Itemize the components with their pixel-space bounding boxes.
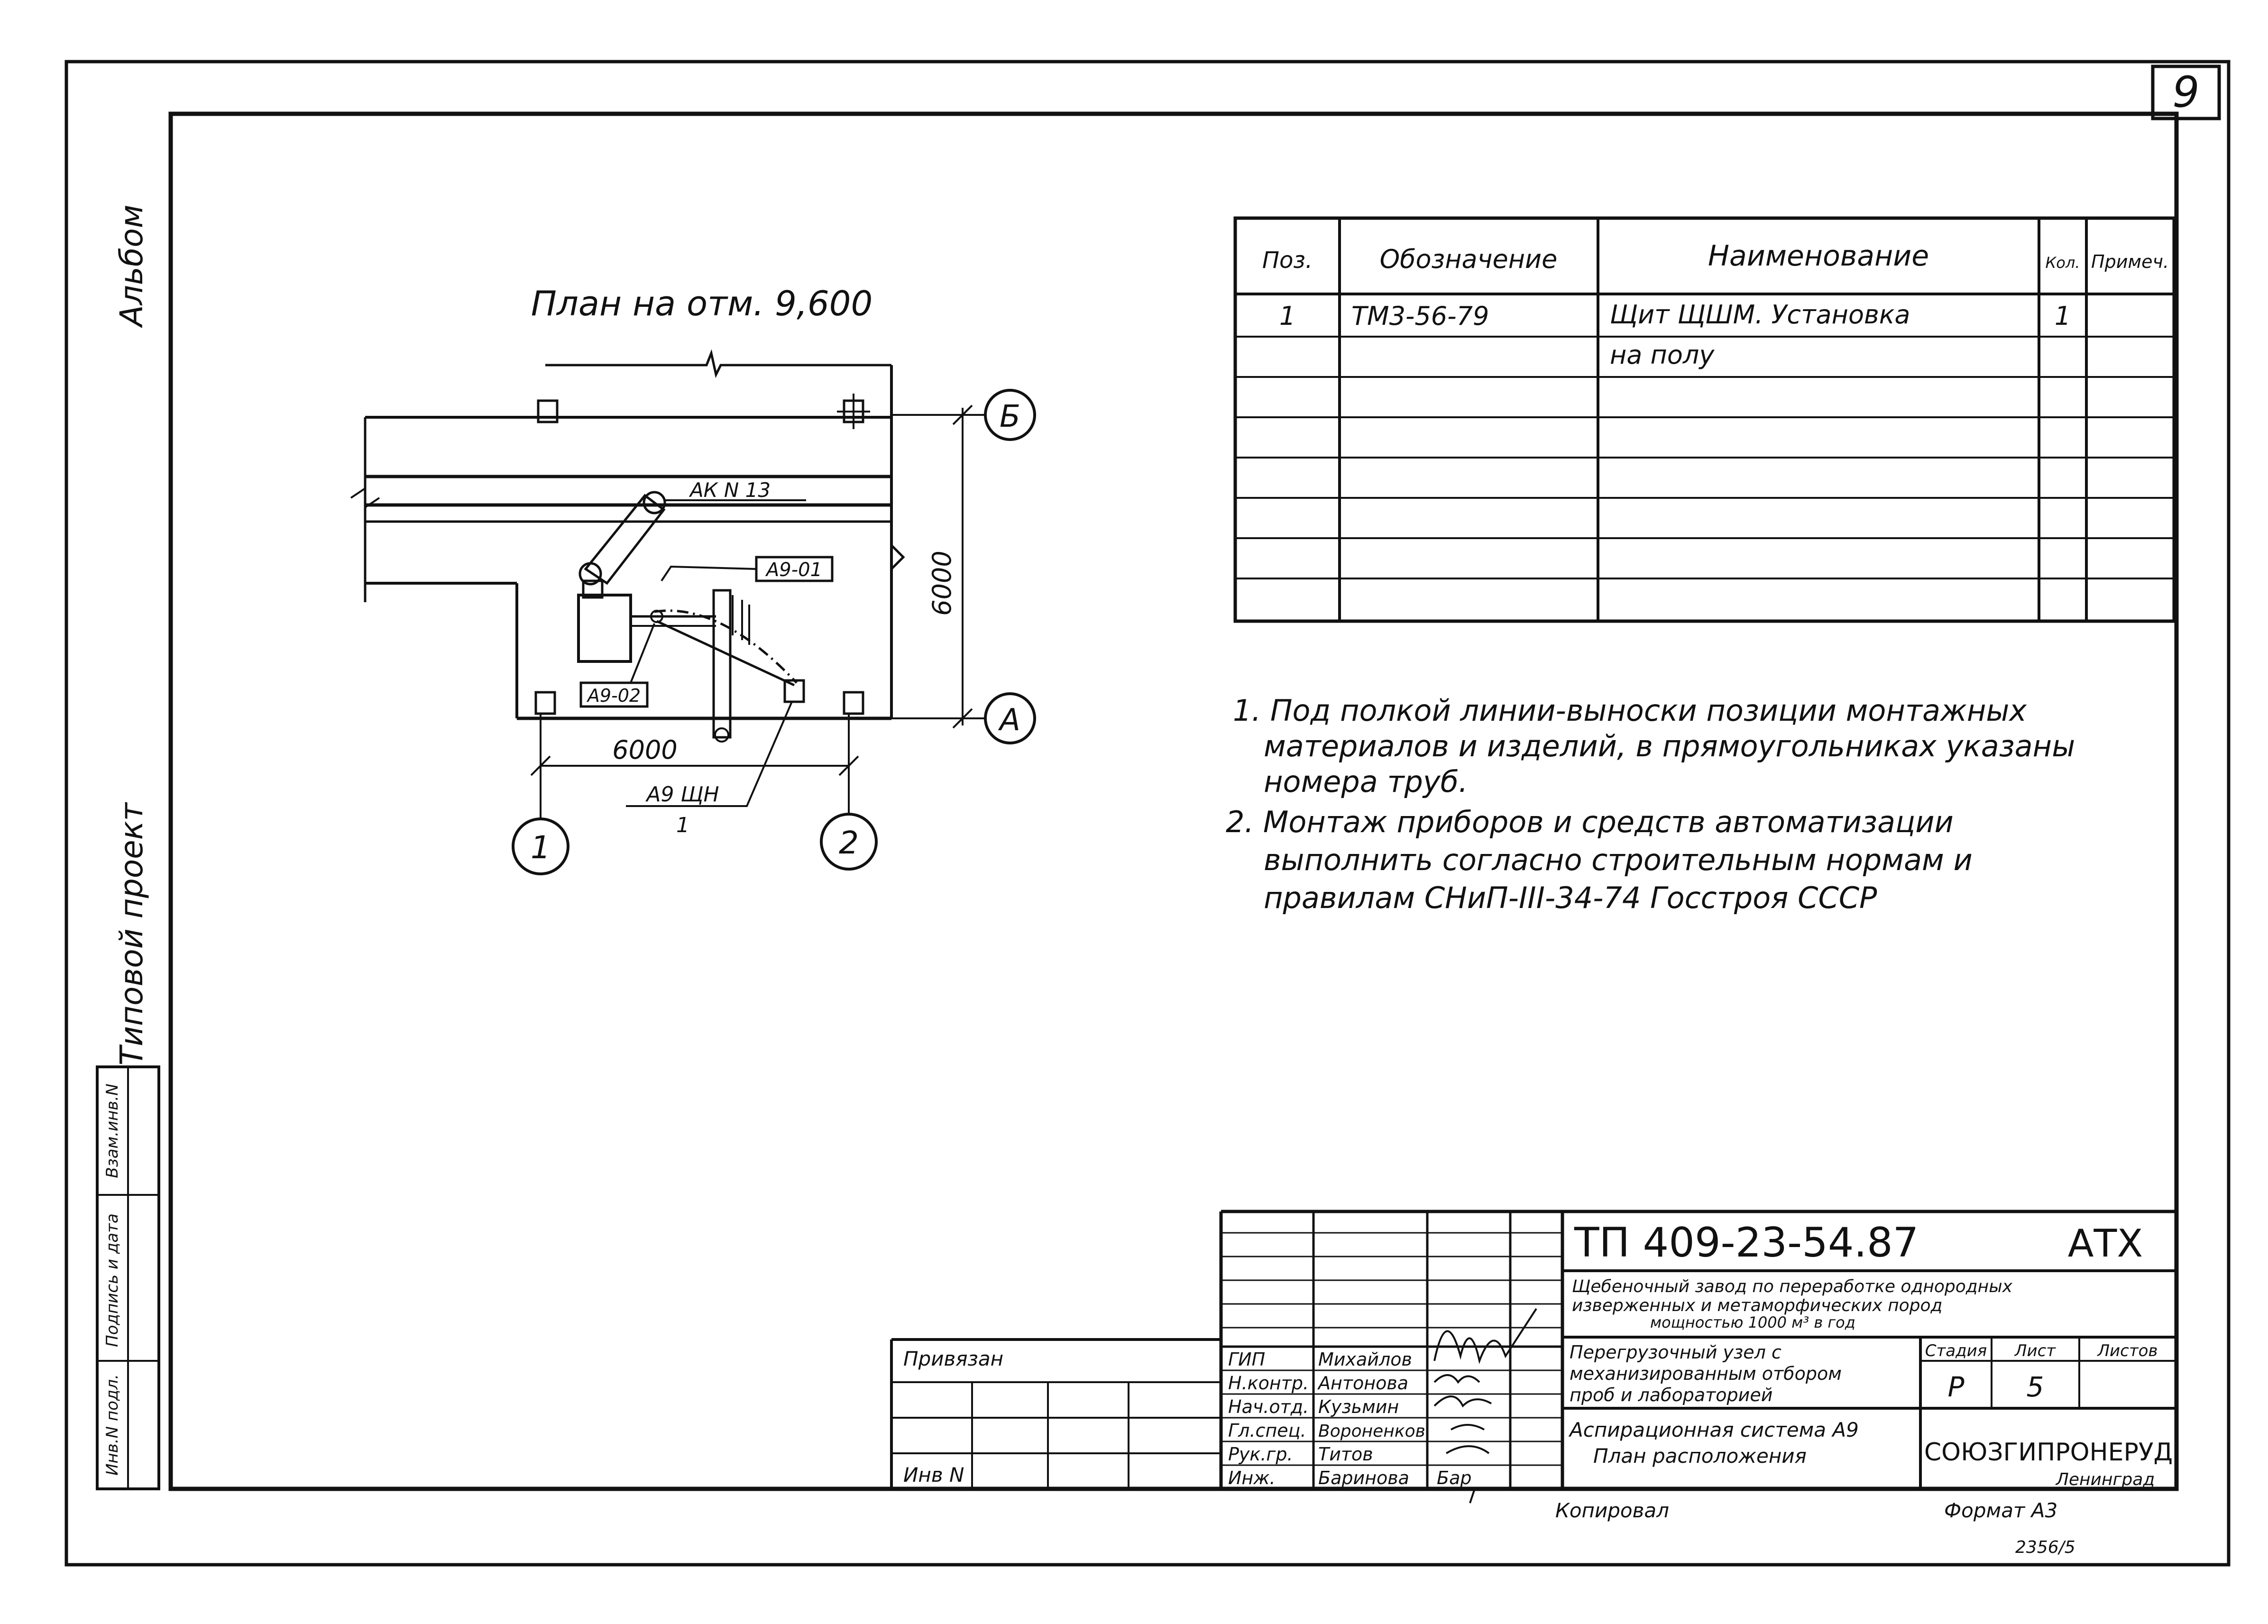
note-line-5: выполнить согласно строительным нормам и <box>1264 843 1973 877</box>
title-block: Привязан Инв N ГИП Михайлов Н.контр. Ант… <box>890 1210 2176 1504</box>
spec-row1-name: Щит ЩШМ. Установка <box>1610 300 1910 330</box>
signer-name-4: Вороненков <box>1318 1422 1425 1441</box>
note-line-2: материалов и изделий, в прямоугольниках … <box>1264 729 2075 763</box>
city: Ленинград <box>2055 1470 2155 1489</box>
axis-1-marker <box>512 817 569 875</box>
signatures <box>1433 1308 1537 1504</box>
inner-frame <box>168 111 2179 1491</box>
axis-a-label: А <box>998 703 1020 738</box>
plan-title: План на отм. 9,600 <box>531 284 873 323</box>
axis-b-marker <box>984 389 1036 441</box>
inzh-signature-text: Бар <box>1437 1468 1471 1488</box>
outer-frame <box>64 60 2231 1567</box>
stamp-signature-date: Подпись и дата <box>103 1213 122 1347</box>
ak13-label: АК N 13 <box>689 478 771 502</box>
axis-2-marker <box>820 813 878 871</box>
privyazan-label: Привязан <box>903 1347 1003 1370</box>
spec-header-note: Примеч. <box>2091 251 2169 272</box>
dim-horizontal: 6000 <box>612 735 677 765</box>
stamp-inv-podl: Инв.N подл. <box>103 1374 122 1476</box>
note-line-1: 1. Под полкой линии-выноски позиции монт… <box>1233 693 2027 728</box>
spec-row1-pos: 1 <box>1279 301 1295 331</box>
organization: СОЮЗГИПРОНЕРУД <box>1924 1438 2173 1467</box>
axis-b-label: Б <box>1000 399 1020 434</box>
object-line-1: Перегрузочный узел с <box>1570 1342 1781 1363</box>
signer-role-6: Инж. <box>1228 1468 1276 1488</box>
signer-name-5: Титов <box>1318 1444 1373 1465</box>
signer-role-4: Гл.спец. <box>1228 1420 1306 1441</box>
spec-header-designation: Обозначение <box>1380 244 1558 274</box>
spec-row1-designation: ТМ3-56-79 <box>1351 301 1489 331</box>
plan-drawing: План на отм. 9,600 Б А <box>350 284 1036 875</box>
sheet-title-1: Аспирационная система А9 <box>1568 1418 1859 1441</box>
signer-name-3: Кузьмин <box>1318 1396 1399 1417</box>
signer-role-5: Рук.гр. <box>1228 1444 1293 1465</box>
note-line-4: 2. Монтаж приборов и средств автоматизац… <box>1226 805 1954 839</box>
sheets-label: Листов <box>2096 1341 2158 1360</box>
stage-label: Стадия <box>1925 1341 1987 1360</box>
note-line-6: правилам СНиП-III-34-74 Госстроя СССР <box>1264 881 1877 915</box>
doc-code: ТП 409-23-54.87 <box>1574 1219 1919 1266</box>
tag-a9-01: А9-01 <box>765 559 822 581</box>
tag-a9-02: А9-02 <box>586 685 641 706</box>
project-name-2: изверженных и метаморфических пород <box>1572 1296 1942 1315</box>
project-name-1: Щебеночный завод по переработке однородн… <box>1572 1277 2013 1296</box>
stamp-vzam-inv: Взам.инв.N <box>103 1083 122 1178</box>
dim-vertical: 6000 <box>927 551 957 615</box>
spec-row1-qty: 1 <box>2055 301 2071 331</box>
project-name-3: мощностью 1000 м³ в год <box>1650 1313 1855 1331</box>
sheet-number: 9 <box>2172 67 2199 117</box>
signer-role-3: Нач.отд. <box>1228 1396 1309 1417</box>
tag-a9-shchn-pos: 1 <box>676 813 689 837</box>
signer-name-6: Баринова <box>1318 1468 1409 1488</box>
sheet-label: Лист <box>2014 1341 2056 1360</box>
sheet-title-2: План расположения <box>1593 1444 1807 1468</box>
order-number: 2356/5 <box>2015 1538 2075 1557</box>
spec-table: Поз. Обозначение Наименование Кол. Приме… <box>1233 216 2176 623</box>
spec-header-qty: Кол. <box>2046 254 2080 272</box>
stage-value: Р <box>1948 1371 1965 1403</box>
spec-header-name: Наименование <box>1708 239 1929 273</box>
signer-name-2: Антонова <box>1317 1373 1408 1394</box>
copied-label: Копировал <box>1555 1499 1669 1522</box>
spec-row2-name: на полу <box>1610 340 1715 370</box>
axis-a-marker <box>984 692 1036 744</box>
object-line-2: механизированным отбором <box>1570 1363 1842 1384</box>
inv-no-label: Инв N <box>903 1463 964 1486</box>
format-label: Формат А3 <box>1944 1499 2057 1522</box>
signer-name-1: Михайлов <box>1318 1349 1412 1370</box>
tag-a9-shchn: А9 ЩН <box>645 782 719 807</box>
doc-mark: АТХ <box>2068 1221 2143 1266</box>
sheet-number-box <box>2151 64 2221 120</box>
axis-1-label: 1 <box>531 829 551 866</box>
object-line-3: проб и лабораторией <box>1570 1385 1772 1405</box>
signer-role-2: Н.контр. <box>1228 1373 1309 1394</box>
spec-header-pos: Поз. <box>1262 247 1313 274</box>
left-stamp: Инв.N подл. Подпись и дата Взам.инв.N <box>96 1065 160 1490</box>
notes: 1. Под полкой линии-выноски позиции монт… <box>1226 693 2075 915</box>
album-label: Альбом <box>113 204 150 328</box>
signer-role-1: ГИП <box>1228 1349 1265 1370</box>
sheet-value: 5 <box>2027 1371 2044 1403</box>
axis-2-label: 2 <box>839 825 859 861</box>
note-line-3: номера труб. <box>1264 764 1468 799</box>
project-type-label: Типовой проект <box>113 801 150 1065</box>
